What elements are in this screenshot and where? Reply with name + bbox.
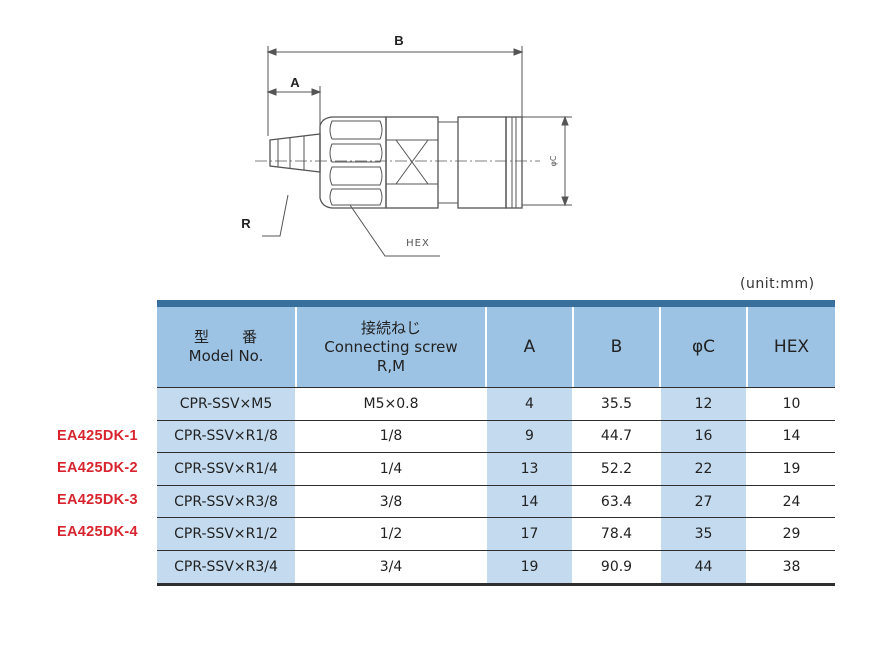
spec-table: 型 番 Model No. 接続ねじ Connecting screw R,M … [157, 300, 835, 586]
cell-model: CPR-SSV×M5 [157, 388, 297, 420]
cell-a: 17 [487, 518, 574, 550]
cell-screw: 3/8 [297, 485, 487, 518]
diameter-c-label: φC [549, 155, 558, 166]
header-model: 型 番 Model No. [157, 307, 297, 387]
table-top-rule [157, 300, 835, 307]
dimension-a-label: A [290, 75, 300, 90]
table-header-row: 型 番 Model No. 接続ねじ Connecting screw R,M … [157, 307, 835, 388]
thread-r-label: R [241, 216, 251, 231]
table-row: CPR-SSV×R3/8 3/8 14 63.4 27 24 [157, 485, 835, 519]
cell-a: 4 [487, 388, 574, 420]
part-number-tag: EA425DK-2 [57, 460, 138, 476]
header-model-en: Model No. [188, 347, 264, 365]
cell-c: 35 [661, 518, 748, 550]
header-model-jp: 型 番 [193, 328, 258, 346]
cell-model: CPR-SSV×R3/4 [157, 550, 297, 583]
cell-screw: 1/4 [297, 453, 487, 485]
dimension-b-label: B [394, 33, 403, 48]
cell-model: CPR-SSV×R1/8 [157, 420, 297, 453]
header-screw-rm: R,M [376, 356, 406, 375]
cell-model: CPR-SSV×R1/4 [157, 453, 297, 485]
cell-c: 22 [661, 453, 748, 485]
cell-a: 19 [487, 550, 574, 583]
cell-model: CPR-SSV×R3/8 [157, 485, 297, 518]
cell-b: 90.9 [574, 550, 661, 583]
table-row: CPR-SSV×M5 M5×0.8 4 35.5 12 10 [157, 388, 835, 421]
header-b: B [574, 307, 661, 387]
table-row: CPR-SSV×R3/4 3/4 19 90.9 44 38 [157, 550, 835, 586]
hex-label: HEX [406, 238, 430, 249]
cell-b: 63.4 [574, 485, 661, 518]
cell-screw: 1/2 [297, 518, 487, 550]
cell-b: 52.2 [574, 453, 661, 485]
cell-hex: 29 [748, 518, 835, 550]
cell-screw: M5×0.8 [297, 388, 487, 420]
cell-hex: 14 [748, 420, 835, 453]
header-hex: HEX [748, 307, 835, 387]
cell-hex: 38 [748, 550, 835, 583]
part-number-tag: EA425DK-1 [57, 428, 138, 444]
cell-a: 9 [487, 420, 574, 453]
cell-hex: 19 [748, 453, 835, 485]
cell-c: 27 [661, 485, 748, 518]
table-row: CPR-SSV×R1/4 1/4 13 52.2 22 19 [157, 453, 835, 486]
cell-hex: 24 [748, 485, 835, 518]
cell-b: 44.7 [574, 420, 661, 453]
cell-model: CPR-SSV×R1/2 [157, 518, 297, 550]
header-screw: 接続ねじ Connecting screw R,M [297, 307, 487, 387]
part-number-tag: EA425DK-3 [57, 492, 138, 508]
cell-a: 13 [487, 453, 574, 485]
header-screw-en: Connecting screw [324, 337, 458, 356]
cell-hex: 10 [748, 388, 835, 420]
cell-c: 44 [661, 550, 748, 583]
cell-b: 35.5 [574, 388, 661, 420]
cell-b: 78.4 [574, 518, 661, 550]
coupler-technical-drawing: B A R φC HEX [241, 33, 572, 257]
unit-note: (unit:mm) [740, 276, 815, 292]
cell-screw: 3/4 [297, 550, 487, 583]
cell-c: 16 [661, 420, 748, 453]
header-a: A [487, 307, 574, 387]
part-number-tag: EA425DK-4 [57, 524, 138, 540]
cell-a: 14 [487, 485, 574, 518]
header-c: φC [661, 307, 748, 387]
cell-screw: 1/8 [297, 420, 487, 453]
cell-c: 12 [661, 388, 748, 420]
table-row: CPR-SSV×R1/2 1/2 17 78.4 35 29 [157, 518, 835, 551]
table-row: CPR-SSV×R1/8 1/8 9 44.7 16 14 [157, 420, 835, 454]
header-screw-jp: 接続ねじ [360, 318, 421, 337]
